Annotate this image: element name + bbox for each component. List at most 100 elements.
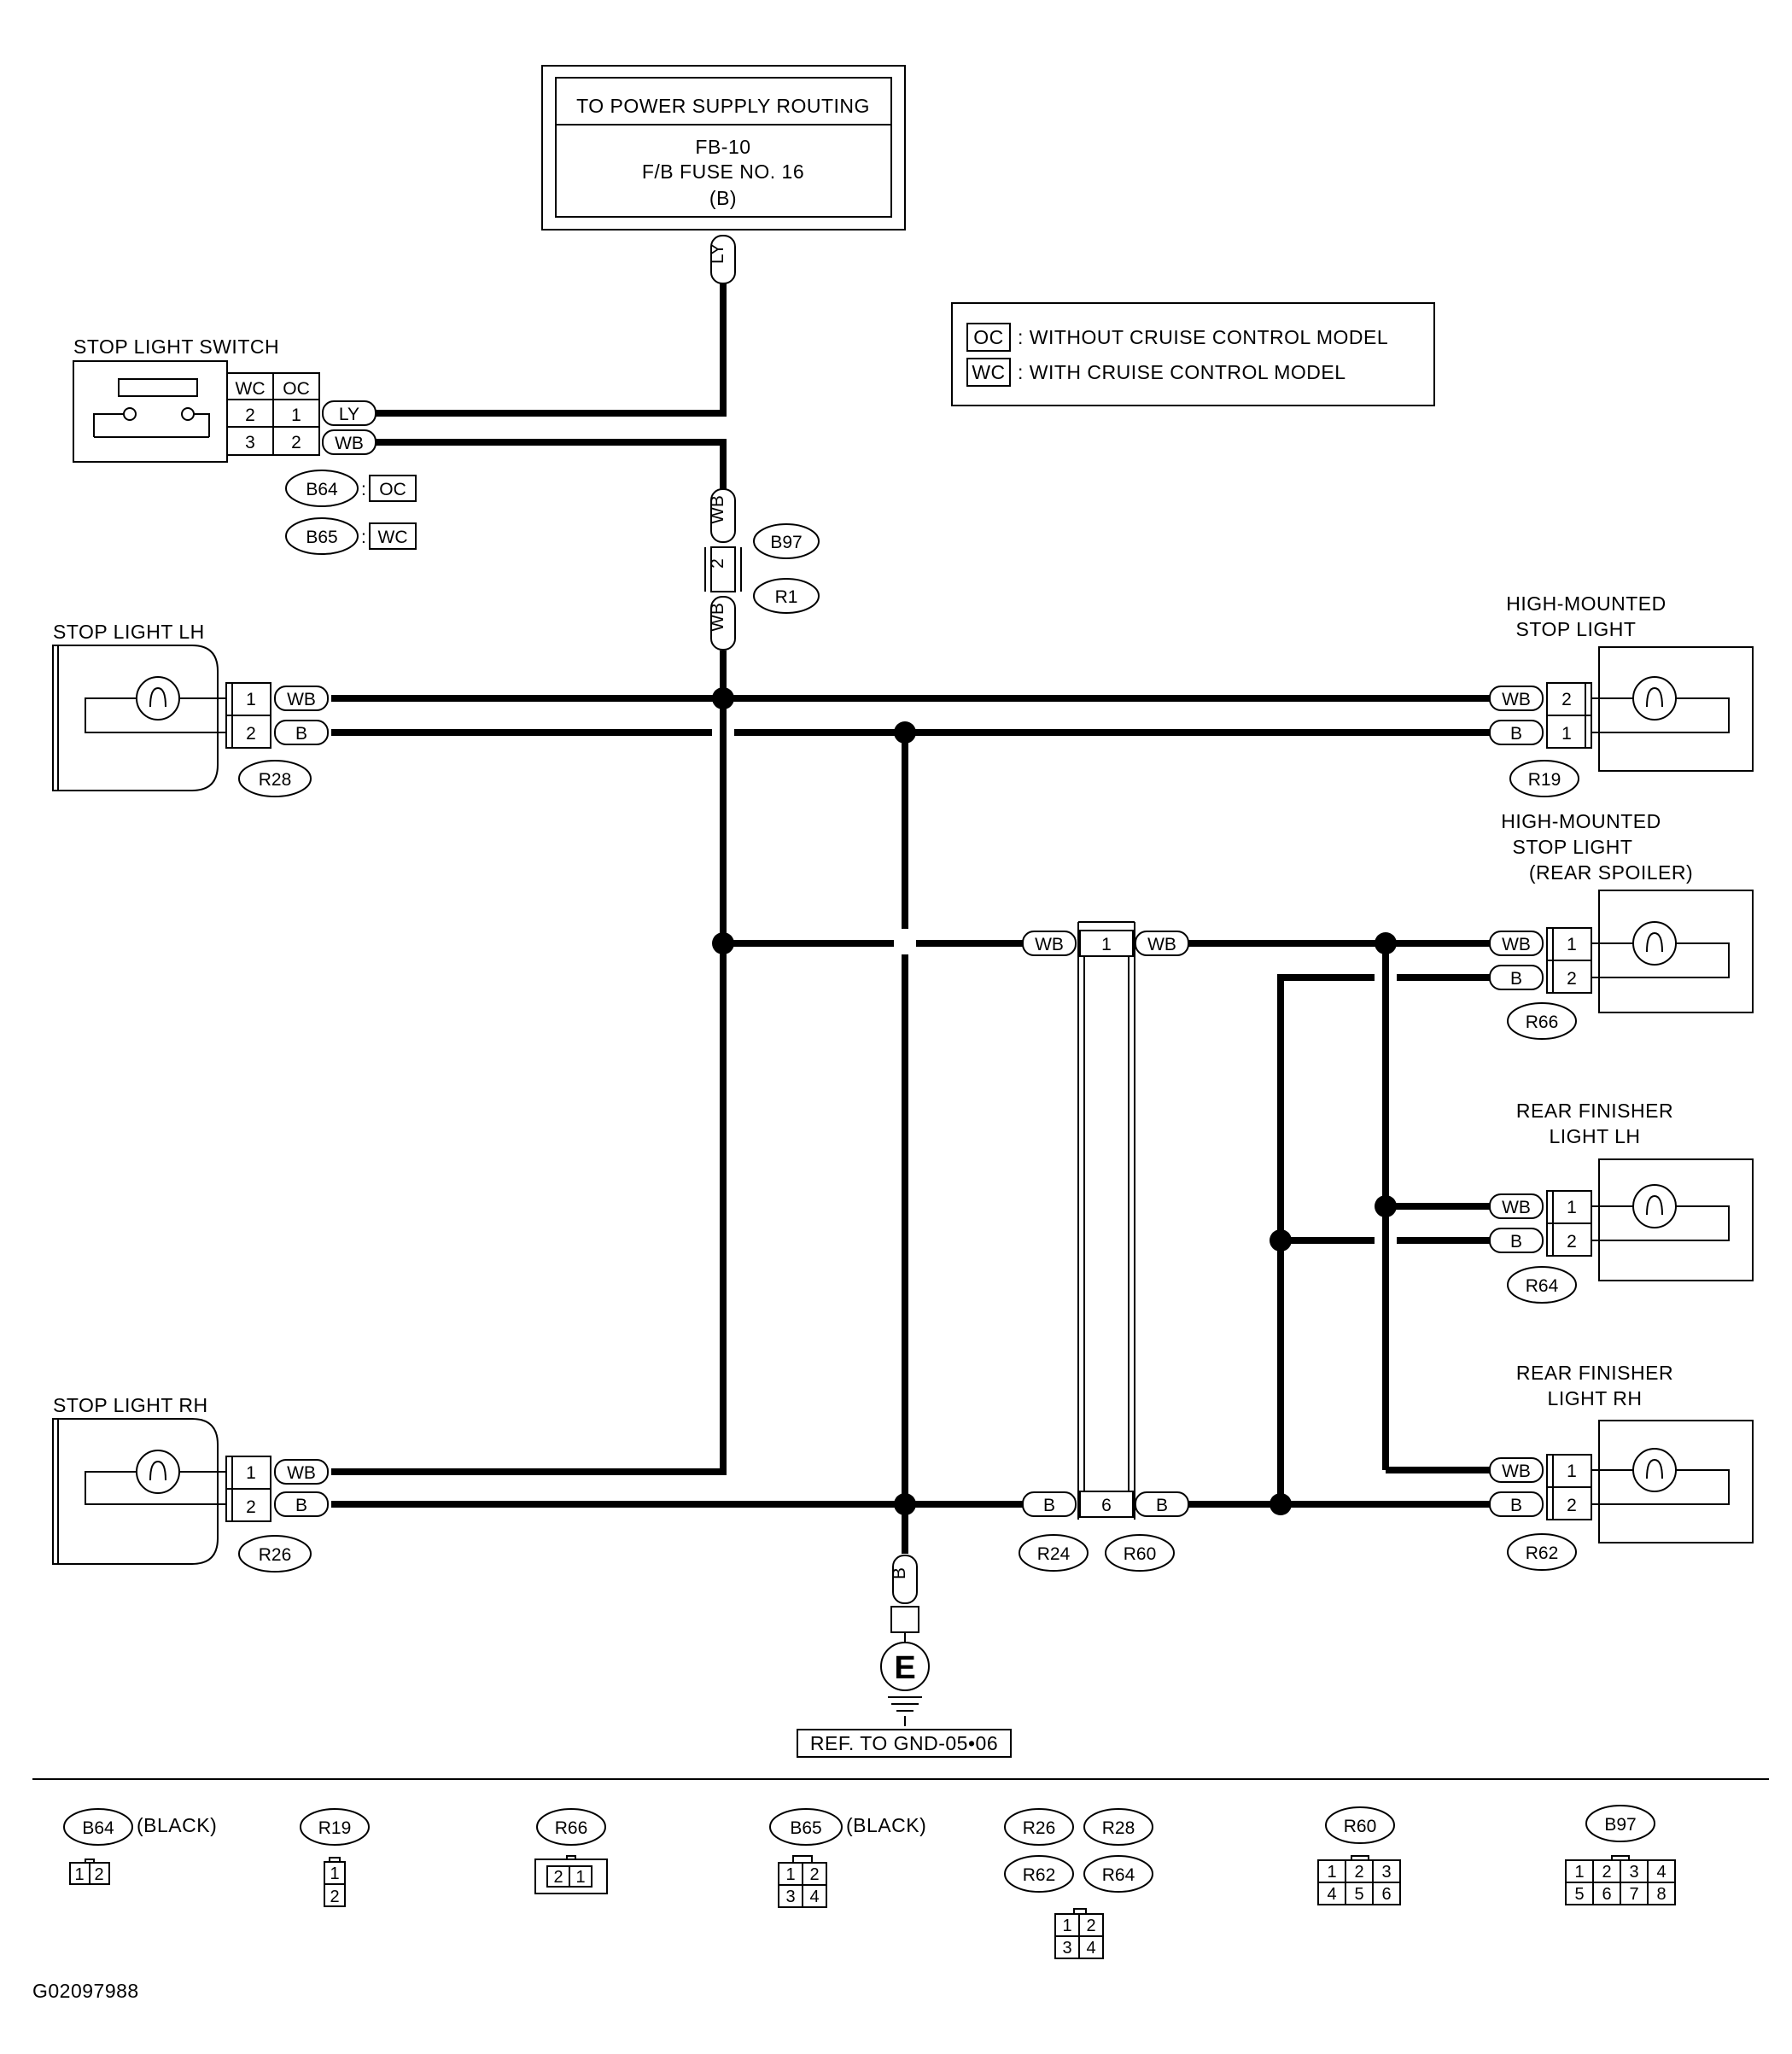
svg-text:1: 1 xyxy=(74,1865,84,1884)
stop-light-lh-title: STOP LIGHT LH xyxy=(53,621,205,643)
svg-text:REAR FINISHER: REAR FINISHER xyxy=(1516,1362,1673,1384)
power-supply-box: TO POWER SUPPLY ROUTING FB-10 F/B FUSE N… xyxy=(541,65,906,230)
svg-text:6: 6 xyxy=(1602,1885,1611,1904)
legend-wc-code: WC xyxy=(972,361,1005,383)
svg-text:HIGH-MOUNTED: HIGH-MOUNTED xyxy=(1506,592,1666,615)
ground-reference: REF. TO GND-05•06 xyxy=(810,1732,998,1754)
svg-text:R1: R1 xyxy=(775,587,798,607)
svg-text:R19: R19 xyxy=(1528,770,1561,790)
svg-text:3: 3 xyxy=(1381,1863,1391,1882)
svg-text:B: B xyxy=(1043,1496,1055,1515)
svg-text:2: 2 xyxy=(1354,1863,1363,1882)
stop-light-lh: STOP LIGHT LH 1 2 WB B R28 xyxy=(52,621,329,797)
svg-text:R28: R28 xyxy=(1102,1818,1135,1838)
svg-text:WB: WB xyxy=(335,434,364,453)
svg-text:WB: WB xyxy=(1035,935,1064,954)
svg-text:REAR FINISHER: REAR FINISHER xyxy=(1516,1100,1673,1122)
svg-text:2: 2 xyxy=(1567,1232,1577,1252)
svg-text:B97: B97 xyxy=(1604,1815,1636,1835)
svg-text:1: 1 xyxy=(1561,724,1572,744)
svg-text:2: 2 xyxy=(1561,690,1572,709)
figure-id: G02097988 xyxy=(32,1980,139,2002)
svg-text:(BLACK): (BLACK) xyxy=(137,1814,217,1836)
svg-text:1: 1 xyxy=(1567,935,1577,954)
wires xyxy=(331,283,1490,1554)
svg-text:B: B xyxy=(1510,724,1522,744)
svg-text:B65: B65 xyxy=(790,1818,821,1838)
svg-text:STOP LIGHT: STOP LIGHT xyxy=(1513,836,1633,858)
high-mounted-stop-light-rear-spoiler: HIGH-MOUNTED STOP LIGHT (REAR SPOILER) W… xyxy=(1489,810,1754,1040)
svg-text:3: 3 xyxy=(785,1888,795,1906)
legend-oc-code: OC xyxy=(973,326,1004,348)
svg-text:R62: R62 xyxy=(1023,1865,1056,1885)
power-supply-header: TO POWER SUPPLY ROUTING xyxy=(576,95,870,117)
connector-b97-r1: WB 2 WB B97 R1 xyxy=(704,488,820,651)
svg-text:STOP LIGHT: STOP LIGHT xyxy=(1516,618,1637,640)
svg-text:B: B xyxy=(1510,969,1522,989)
svg-text:2: 2 xyxy=(809,1865,819,1884)
svg-text:2: 2 xyxy=(330,1888,339,1906)
high-mounted-stop-light: HIGH-MOUNTED STOP LIGHT WB B 2 1 R19 xyxy=(1489,592,1754,797)
svg-text:WB: WB xyxy=(287,690,316,709)
svg-text:WB: WB xyxy=(1147,935,1176,954)
svg-text:R60: R60 xyxy=(1124,1544,1157,1564)
connector-views: B64 (BLACK) 1 2 R19 1 2 R66 2 1 B65 (BLA… xyxy=(63,1805,1676,1959)
svg-text:R28: R28 xyxy=(259,770,292,790)
svg-text:2: 2 xyxy=(553,1868,563,1887)
svg-text:2: 2 xyxy=(1602,1863,1611,1882)
svg-text:2: 2 xyxy=(94,1865,103,1884)
svg-text:2: 2 xyxy=(1086,1917,1095,1935)
svg-text:6: 6 xyxy=(1381,1885,1391,1904)
svg-text:2: 2 xyxy=(246,724,256,744)
svg-text:1: 1 xyxy=(330,1864,339,1883)
connector-r24-r60: WB 1 WB B 6 B R24 R60 xyxy=(1019,921,1189,1572)
ground-symbol: B E REF. TO GND-05•06 xyxy=(797,1555,1012,1758)
svg-text:2: 2 xyxy=(1567,1496,1577,1515)
legend-wc-text: : WITH CRUISE CONTROL MODEL xyxy=(1018,361,1346,383)
svg-text:LIGHT LH: LIGHT LH xyxy=(1549,1125,1640,1147)
power-supply-line2: F/B FUSE NO. 16 xyxy=(642,160,804,183)
svg-text:OC: OC xyxy=(283,379,310,399)
svg-text:LIGHT RH: LIGHT RH xyxy=(1548,1387,1643,1409)
svg-text:1: 1 xyxy=(785,1865,795,1884)
svg-text:B: B xyxy=(1510,1496,1522,1515)
svg-text:1: 1 xyxy=(1574,1863,1584,1882)
svg-text:1: 1 xyxy=(1567,1462,1577,1481)
svg-text::: : xyxy=(361,480,366,499)
svg-text:R64: R64 xyxy=(1102,1865,1135,1885)
svg-text:2: 2 xyxy=(245,406,255,425)
svg-text::: : xyxy=(361,528,366,547)
svg-text:B64: B64 xyxy=(306,480,338,499)
svg-text:2: 2 xyxy=(708,558,727,569)
svg-text:2: 2 xyxy=(1567,969,1577,989)
power-supply-line3: (B) xyxy=(709,187,737,209)
svg-text:R26: R26 xyxy=(1023,1818,1056,1838)
svg-text:4: 4 xyxy=(1086,1939,1095,1958)
svg-text:LY: LY xyxy=(708,243,727,264)
svg-text:B65: B65 xyxy=(306,528,337,547)
stop-light-switch: STOP LIGHT SWITCH WC OC 2 1 3 2 LY WB B6… xyxy=(73,336,417,555)
svg-text:4: 4 xyxy=(1656,1863,1666,1882)
svg-text:R66: R66 xyxy=(1526,1012,1559,1032)
stop-light-rh: STOP LIGHT RH 1 2 WB B R26 xyxy=(52,1394,329,1573)
svg-text:OC: OC xyxy=(379,480,406,499)
svg-text:1: 1 xyxy=(575,1868,585,1887)
legend-oc-text: : WITHOUT CRUISE CONTROL MODEL xyxy=(1018,326,1388,348)
svg-text:WB: WB xyxy=(708,495,727,524)
svg-text:B64: B64 xyxy=(82,1818,114,1838)
svg-text:B97: B97 xyxy=(770,533,802,552)
svg-text:R62: R62 xyxy=(1526,1543,1559,1563)
stop-light-switch-title: STOP LIGHT SWITCH xyxy=(73,336,279,358)
rear-finisher-light-rh: REAR FINISHER LIGHT RH WB B 1 2 R62 xyxy=(1489,1362,1754,1571)
svg-text:LY: LY xyxy=(339,405,359,424)
svg-text:B: B xyxy=(295,1496,307,1515)
svg-text:WB: WB xyxy=(1502,690,1531,709)
svg-text:B: B xyxy=(1156,1496,1168,1515)
svg-text:R24: R24 xyxy=(1037,1544,1071,1564)
svg-text:1: 1 xyxy=(246,690,256,709)
svg-text:(REAR SPOILER): (REAR SPOILER) xyxy=(1529,861,1693,884)
svg-text:B: B xyxy=(295,724,307,744)
svg-text:R19: R19 xyxy=(318,1818,352,1838)
svg-text:2: 2 xyxy=(246,1497,256,1517)
